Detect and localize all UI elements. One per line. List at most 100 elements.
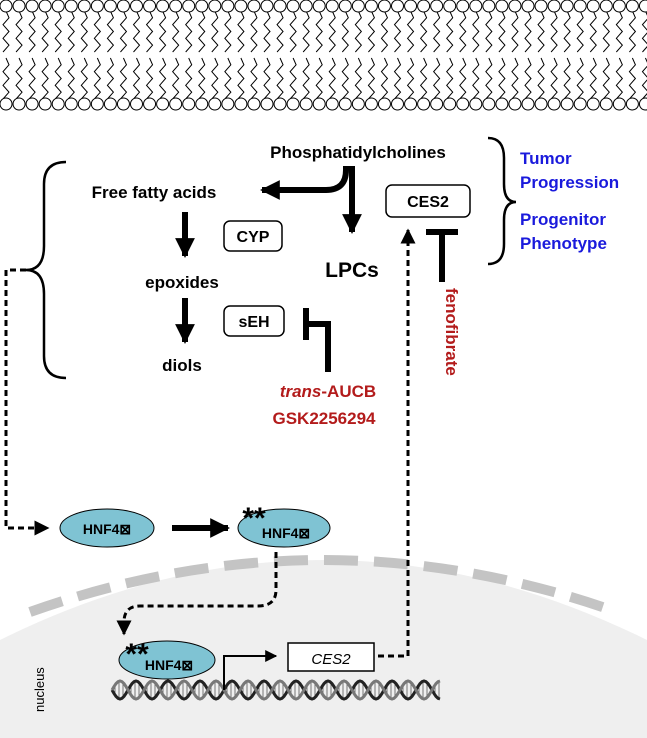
lipid-tail (93, 10, 102, 100)
lipid-head (64, 0, 78, 13)
lipid-head (599, 0, 613, 13)
lipid-head (443, 0, 457, 13)
lipid-head (195, 0, 209, 13)
lipid-head (612, 0, 626, 13)
lipid-tail (354, 10, 363, 100)
lipid-tail (289, 10, 297, 100)
hnf4a-cytoplasm (59, 508, 155, 548)
seh-inhibitor-label: trans-AUCB (280, 382, 376, 401)
lipid-tail (589, 10, 597, 100)
lipid-head (364, 97, 378, 111)
lipid-head (51, 97, 65, 111)
lipid-tail (472, 10, 480, 100)
lipid-tail (106, 10, 115, 100)
lipid-tail (171, 10, 180, 100)
lipid-head (599, 97, 613, 111)
lipid-head (534, 97, 548, 111)
lipid-head (90, 97, 104, 111)
lipid-head (247, 0, 261, 13)
lipid-head (417, 97, 431, 111)
seh-inhibition-bar (306, 321, 331, 372)
lipid-head (143, 0, 157, 13)
lipid-head (312, 0, 326, 13)
membrane-bilayer (0, 0, 647, 111)
lipid-head (391, 97, 404, 111)
lipid-head (325, 0, 339, 13)
hnf4a-label-1: HNF4⊠ (83, 521, 131, 537)
lipid-head (64, 97, 78, 111)
lipid-head (508, 97, 522, 111)
lipid-head (521, 97, 535, 111)
seh-inhibitor-italic: trans (280, 382, 322, 401)
diols-label: diols (162, 356, 202, 375)
lipid-tail (511, 10, 519, 100)
dna-double-helix (110, 679, 441, 701)
lipid-head (0, 0, 13, 13)
lipid-head (221, 0, 235, 13)
lipid-tail (315, 10, 323, 100)
lipid-head (299, 97, 313, 111)
lipid-head (116, 0, 130, 13)
lipid-tails (2, 10, 647, 100)
lipid-head (12, 0, 26, 13)
lipid-head (182, 0, 196, 13)
lipid-head (404, 0, 418, 13)
hnf4a-label-2: HNF4⊠ (262, 525, 310, 541)
lipid-head (430, 0, 444, 13)
lipid-head (573, 97, 587, 111)
lipid-head (156, 0, 170, 13)
lipid-head (625, 0, 639, 13)
pc-hydrolysis-arrows (260, 166, 362, 234)
lipid-head (103, 0, 117, 13)
lipid-head (547, 97, 561, 111)
lipid-head (169, 0, 183, 13)
lipid-tail (406, 10, 415, 100)
lipid-head (338, 97, 352, 111)
lipid-head (351, 0, 365, 13)
lipid-tail (550, 10, 558, 100)
right-brace (487, 136, 517, 266)
ces2-protein-label: CES2 (407, 194, 449, 211)
lipid-head (391, 0, 404, 13)
lipid-tail (185, 10, 193, 100)
lipid-head (38, 0, 52, 13)
lipid-head (195, 97, 209, 111)
lipid-tail (145, 10, 154, 100)
lipid-tail (67, 10, 75, 100)
lipid-head (417, 0, 431, 13)
lipid-head (482, 0, 496, 13)
lipid-tail (276, 10, 284, 100)
lipid-head (573, 0, 587, 13)
lipid-head (495, 97, 509, 111)
lipid-head (208, 0, 222, 13)
dashed-brace-to-hnf4a (4, 268, 50, 536)
lipid-heads (0, 0, 647, 111)
dna-strand (110, 679, 441, 701)
lipid-tail (302, 10, 310, 100)
lipid-head (234, 97, 248, 111)
lipid-tail (419, 10, 428, 100)
lipid-head (286, 0, 300, 13)
lipid-head (638, 0, 647, 13)
lipid-tail (237, 10, 245, 100)
lipid-head (130, 0, 143, 13)
lipid-head (560, 0, 574, 13)
lipid-tail (28, 10, 36, 100)
lipid-head (325, 97, 339, 111)
lipid-head (169, 97, 183, 111)
lipid-head (260, 0, 274, 13)
lipid-tail (341, 10, 349, 100)
lipid-head (377, 0, 391, 13)
lipid-head (221, 97, 235, 111)
lipid-tail (328, 10, 336, 100)
lipid-head (182, 97, 196, 111)
lipid-head (247, 97, 261, 111)
lipid-head (469, 0, 483, 13)
lipid-tail (367, 10, 376, 100)
lipid-tail (576, 10, 584, 100)
lipid-head (469, 97, 483, 111)
lipid-head (338, 0, 352, 13)
lipid-head (0, 97, 13, 111)
lipid-tail (158, 10, 167, 100)
